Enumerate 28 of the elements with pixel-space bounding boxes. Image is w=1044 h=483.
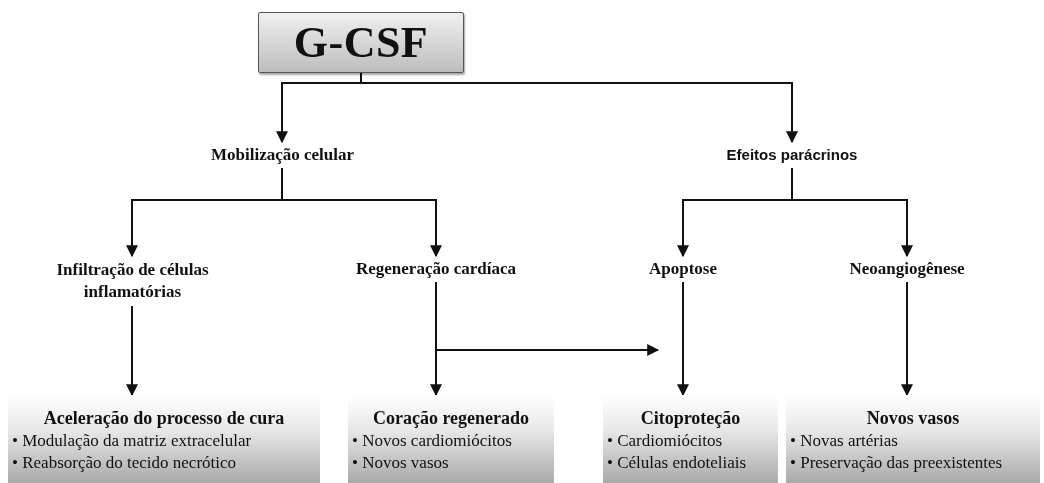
- outcome-panel: [603, 395, 778, 483]
- node-label: Efeitos parácrinos: [726, 145, 858, 165]
- node-label: Apoptose: [649, 257, 717, 280]
- panel-heading: Novos vasos: [866, 407, 960, 430]
- arrow: [901, 281, 913, 397]
- bullet-item: • Preservação das preexistentes: [789, 452, 1003, 475]
- panel-heading: Coração regenerado: [372, 407, 530, 430]
- node-label: Neoangiogênese: [849, 257, 965, 280]
- node-label: Infiltração de células inflamatórias: [55, 258, 210, 303]
- bullet-item: • Modulação da matriz extracelular: [11, 430, 252, 453]
- bullet-item: • Novos cardiomiócitos: [351, 430, 512, 453]
- title-box: [258, 12, 464, 73]
- bullet-item: • Novos vasos: [351, 452, 449, 475]
- title-text: G-CSF: [293, 16, 429, 69]
- outcome-panel: [786, 395, 1040, 483]
- bullet-item: • Reabsorção do tecido necrótico: [11, 452, 237, 475]
- bullet-item: • Novas artérias: [789, 430, 898, 453]
- bullet-item: • Células endoteliais: [606, 452, 747, 475]
- node-label: Mobilização celular: [210, 143, 355, 166]
- panel-heading: Aceleração do processo de cura: [43, 407, 285, 430]
- arrow: [435, 281, 660, 356]
- bullet-item: • Cardiomiócitos: [606, 430, 723, 453]
- node-label: Regeneração cardíaca: [356, 257, 516, 280]
- panel-heading: Citoproteção: [640, 407, 741, 430]
- arrow: [677, 281, 689, 397]
- arrow: [126, 305, 138, 397]
- outcome-panel: [348, 395, 554, 483]
- outcome-panel: [8, 395, 320, 483]
